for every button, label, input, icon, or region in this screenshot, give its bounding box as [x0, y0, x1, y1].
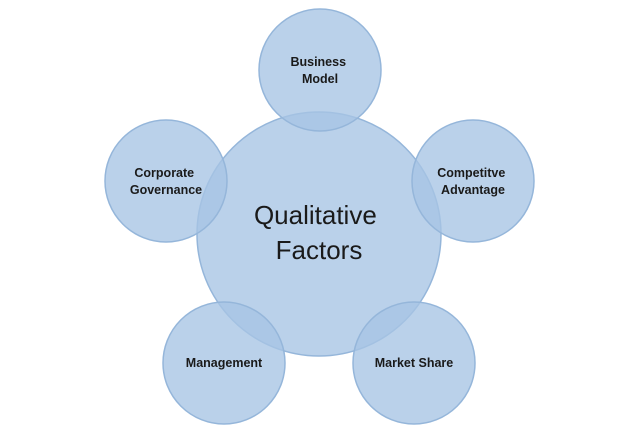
business-model-label-line-1: Business: [290, 55, 346, 69]
corporate-governance-label-line-1: Corporate: [134, 166, 194, 180]
satellite-competitive-advantage: Competitve Advantage: [411, 119, 535, 243]
corporate-governance-label-line-2: Governance: [130, 183, 202, 197]
center-node: Qualitative Factors: [196, 111, 442, 357]
center-label: Qualitative Factors: [254, 200, 384, 265]
management-circle: [162, 301, 286, 425]
market-share-label-line-1: Market Share: [375, 356, 454, 370]
satellite-business-model: Business Model: [258, 8, 382, 132]
satellite-market-share: Market Share: [352, 301, 476, 425]
market-share-label: Market Share: [375, 356, 454, 370]
satellite-corporate-governance: Corporate Governance: [104, 119, 228, 243]
market-share-circle: [352, 301, 476, 425]
satellite-management: Management: [162, 301, 286, 425]
center-label-line-2: Factors: [276, 235, 363, 265]
competitive-advantage-circle: [411, 119, 535, 243]
corporate-governance-label: Corporate Governance: [130, 166, 202, 197]
competitive-advantage-label: Competitve Advantage: [437, 166, 509, 197]
management-label: Management: [186, 356, 263, 370]
business-model-label-line-2: Model: [302, 72, 338, 86]
competitive-advantage-label-line-1: Competitve: [437, 166, 505, 180]
corporate-governance-circle: [104, 119, 228, 243]
management-label-line-1: Management: [186, 356, 263, 370]
business-model-label: Business Model: [290, 55, 349, 86]
center-label-line-1: Qualitative: [254, 200, 377, 230]
business-model-circle: [258, 8, 382, 132]
competitive-advantage-label-line-2: Advantage: [441, 183, 505, 197]
